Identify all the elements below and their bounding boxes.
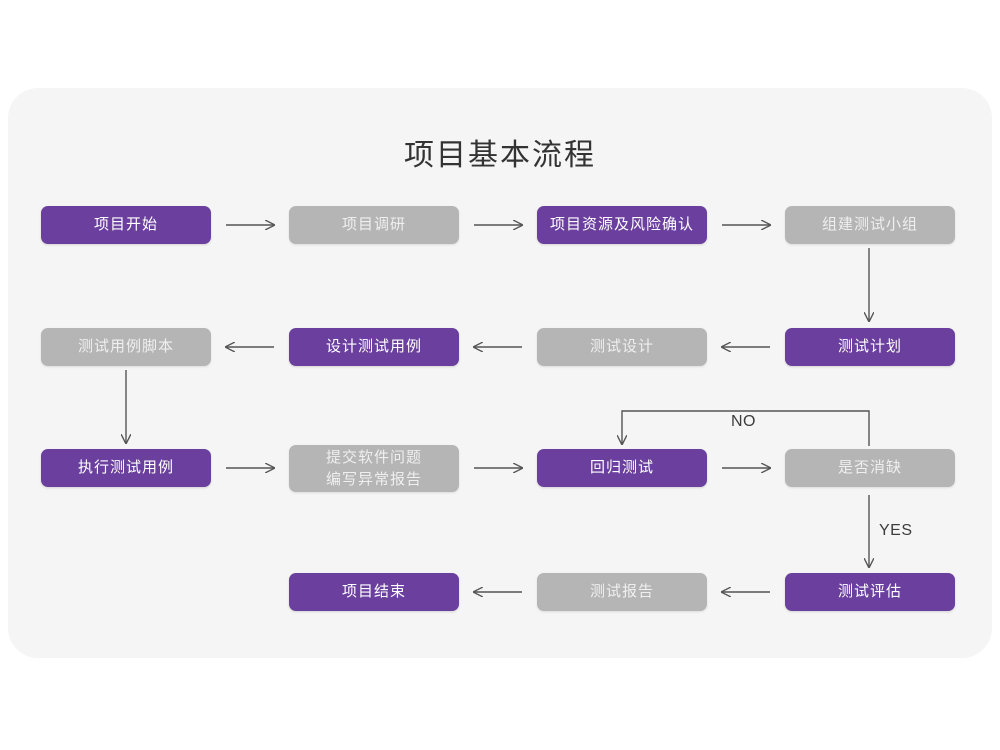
node-defect-resolved[interactable]: 是否消缺 xyxy=(785,449,955,487)
node-project-start[interactable]: 项目开始 xyxy=(41,206,211,244)
node-execute-test-case[interactable]: 执行测试用例 xyxy=(41,449,211,487)
node-design-test-case[interactable]: 设计测试用例 xyxy=(289,328,459,366)
node-test-evaluation[interactable]: 测试评估 xyxy=(785,573,955,611)
node-test-design[interactable]: 测试设计 xyxy=(537,328,707,366)
edge-label-no: NO xyxy=(731,413,756,430)
node-regression-test[interactable]: 回归测试 xyxy=(537,449,707,487)
node-project-end[interactable]: 项目结束 xyxy=(289,573,459,611)
node-test-plan[interactable]: 测试计划 xyxy=(785,328,955,366)
node-resource-risk-confirm[interactable]: 项目资源及风险确认 xyxy=(537,206,707,244)
diagram-card xyxy=(8,88,992,658)
node-build-test-team[interactable]: 组建测试小组 xyxy=(785,206,955,244)
node-submit-issue-report[interactable]: 提交软件问题 编写异常报告 xyxy=(289,445,459,492)
node-test-report[interactable]: 测试报告 xyxy=(537,573,707,611)
node-project-research[interactable]: 项目调研 xyxy=(289,206,459,244)
node-test-case-script[interactable]: 测试用例脚本 xyxy=(41,328,211,366)
edge-label-yes: YES xyxy=(879,522,913,539)
page-title: 项目基本流程 xyxy=(404,139,596,172)
